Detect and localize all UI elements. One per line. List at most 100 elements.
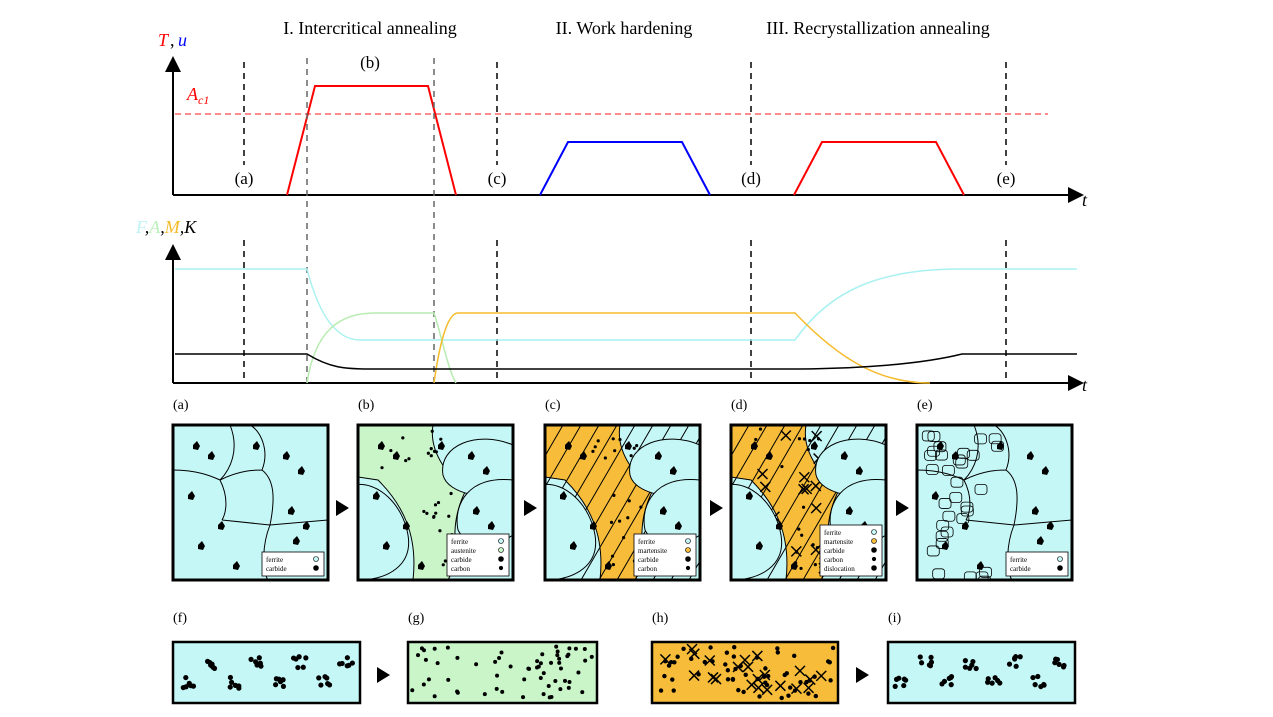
carbon-dot: [493, 659, 498, 664]
carbide: [565, 441, 572, 450]
recrystallized-grain: [960, 501, 974, 513]
dislocation: [739, 654, 751, 666]
carbon-dot: [786, 693, 791, 698]
legend-box: [1005, 551, 1069, 577]
carbon-dot: [797, 527, 801, 531]
carbon-dot: [536, 664, 541, 669]
carbide-particle: [325, 680, 331, 687]
carbon-dot: [708, 645, 713, 650]
carbon-dot: [449, 491, 453, 496]
recrystallized-grain: [950, 476, 964, 488]
carbon-dot: [792, 688, 798, 693]
strip-panel-i: [886, 640, 1077, 705]
carbide-particle: [1054, 656, 1061, 663]
legend-item: austenite: [451, 547, 476, 555]
carbon-dot: [558, 666, 563, 671]
carbon-dot: [566, 685, 571, 690]
carbon-dot: [582, 646, 587, 651]
carbide-legend-icon: [313, 565, 319, 571]
carbide-particle: [228, 679, 235, 685]
carbon-dot: [434, 511, 438, 515]
carbon-dot: [422, 509, 426, 514]
carbon-dot: [807, 678, 812, 683]
carbide-particle: [248, 656, 254, 662]
carbon-dot: [797, 437, 802, 441]
x-axis-label-2: t: [1082, 375, 1088, 395]
carbide-particle: [970, 658, 976, 665]
carbide: [218, 521, 225, 530]
carbon-dot: [828, 678, 833, 683]
carbide: [655, 451, 662, 460]
carbide: [751, 441, 758, 450]
carbide-legend-icon: [1057, 565, 1063, 571]
temperature-deformation-plot: T , u t Ac1 (a) (b) (c) (d) (e): [158, 30, 1088, 210]
carbide: [383, 541, 390, 550]
carbon-dot: [775, 646, 780, 651]
legend-item: carbon: [451, 565, 471, 573]
marker-d: (d): [741, 169, 761, 188]
carbide: [1032, 506, 1039, 515]
dislocation: [742, 661, 754, 673]
carbon-dot: [754, 655, 760, 660]
carbide: [776, 521, 783, 530]
carbide-particle: [346, 662, 352, 668]
recrystallized-grain: [936, 519, 950, 531]
carbide-particle: [256, 655, 262, 661]
carbon-dot: [443, 559, 447, 563]
carbon-dot: [494, 686, 499, 691]
carbon-dot: [732, 644, 737, 650]
carbide: [605, 561, 612, 570]
martensite-legend-icon: [685, 547, 691, 553]
recrystallized-grain: [927, 431, 941, 442]
carbon-dot: [554, 644, 559, 649]
carbon-dot: [416, 653, 421, 658]
carbon-dot: [426, 677, 431, 682]
carbon-dot: [434, 450, 438, 454]
martensite-lath: [545, 425, 564, 457]
carbon-dot: [610, 554, 615, 558]
carbide: [373, 491, 380, 500]
carbon-dot: [499, 650, 504, 655]
recrystallized-grain: [952, 454, 966, 466]
dislocation-legend-icon: [871, 565, 877, 571]
carbide-particle: [901, 682, 907, 689]
carbide: [570, 541, 577, 550]
strip-label-g: (g): [408, 611, 425, 626]
carbon-dot: [429, 447, 433, 451]
carbon-dot: [813, 563, 817, 567]
axis-label-sep: ,: [170, 30, 175, 50]
carbide: [198, 541, 205, 550]
carbide-particle: [303, 655, 309, 661]
carbide: [378, 441, 385, 450]
carbon-dot: [741, 689, 746, 695]
carbon-dot: [583, 658, 588, 663]
carbon-dot: [784, 671, 789, 676]
ferrite-legend-icon: [313, 556, 319, 562]
legend-d: ferritemartensitecarbidecarbondislocatio…: [819, 524, 883, 577]
carbide: [952, 451, 959, 460]
carbide: [193, 441, 200, 450]
carbon-dot: [429, 454, 433, 458]
carbon-dot: [426, 451, 430, 455]
carbide-particle: [316, 675, 322, 681]
carbon-dot: [827, 660, 832, 665]
carbide: [473, 506, 480, 515]
carbon-dot: [662, 673, 667, 679]
legend-item: ferrite: [638, 538, 655, 546]
carbide-particle: [1032, 682, 1038, 688]
phase-fraction-plot: F,A,M,K t: [135, 217, 1088, 395]
carbide: [233, 561, 240, 570]
carbon-dot: [547, 695, 552, 700]
carbon-dot: [798, 680, 803, 685]
carbide: [560, 491, 567, 500]
carbon-dot: [670, 677, 675, 682]
carbide: [841, 451, 848, 460]
recrystallized-grain: [988, 433, 1002, 445]
austenite-curve: [306, 312, 457, 384]
carbon-dot: [423, 657, 428, 662]
carbon-dot: [627, 499, 631, 503]
carbide: [488, 521, 495, 530]
carbide: [403, 521, 410, 530]
strip-label-f: (f): [173, 611, 187, 626]
carbon-dot: [567, 646, 572, 651]
